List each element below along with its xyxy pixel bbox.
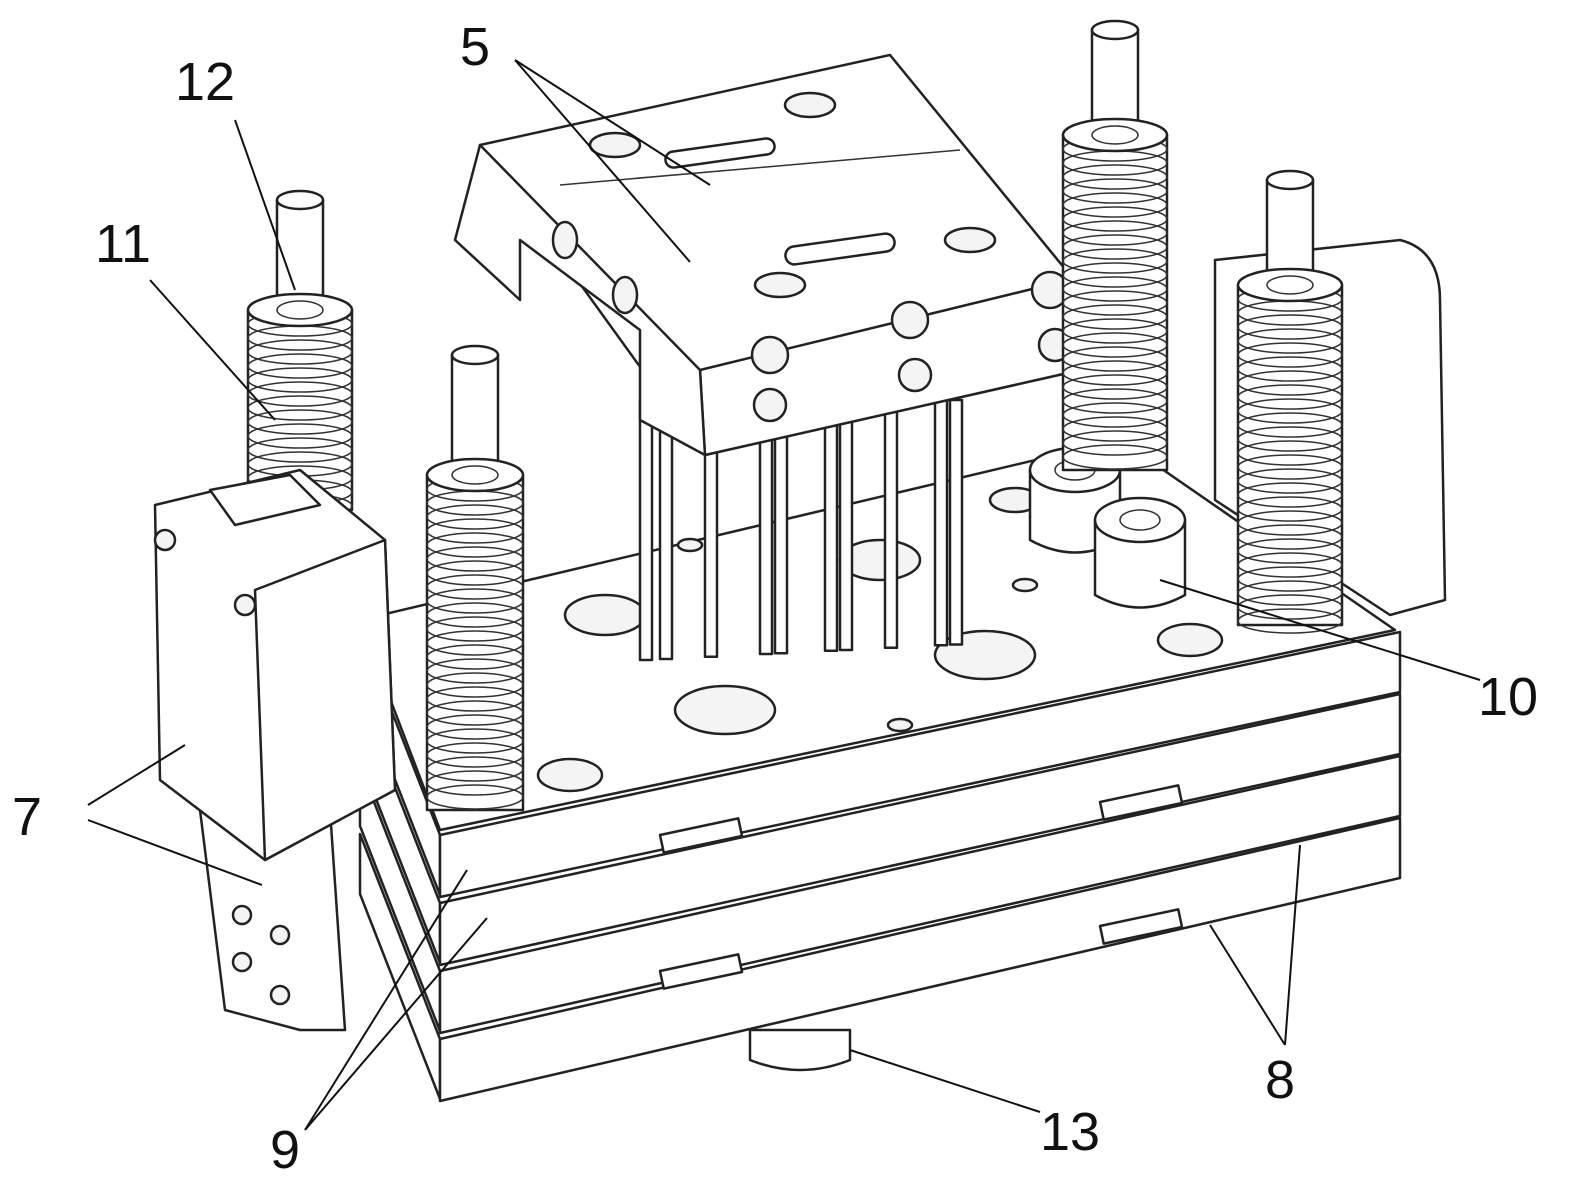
spring-top	[427, 459, 523, 491]
label-10: 10	[1478, 667, 1538, 727]
punch-pin	[840, 400, 852, 650]
punch-pin	[640, 400, 652, 660]
label-11: 11	[95, 214, 151, 274]
stripper-block-5	[455, 55, 1125, 455]
guide-pin-top	[1092, 21, 1138, 39]
punch-pin	[825, 400, 837, 651]
spring-top	[1063, 119, 1167, 151]
spring-top	[1238, 269, 1342, 301]
label-12: 12	[175, 52, 235, 112]
label-8: 8	[1265, 1050, 1295, 1110]
label-9: 9	[270, 1120, 300, 1180]
guide-pin-top	[277, 191, 323, 209]
punch-pin	[885, 400, 897, 648]
bottom-boss-13	[750, 1030, 850, 1070]
side-block-7	[155, 470, 395, 1030]
punch-pin	[660, 400, 672, 659]
guide-pin-top	[452, 346, 498, 364]
label-5: 5	[460, 17, 490, 77]
label-7: 7	[12, 787, 42, 847]
guide-pin-top	[1267, 171, 1313, 189]
punch-pin	[950, 400, 962, 645]
spring-top	[248, 294, 352, 326]
punch-pin	[935, 400, 947, 645]
label-13: 13	[1040, 1102, 1100, 1162]
